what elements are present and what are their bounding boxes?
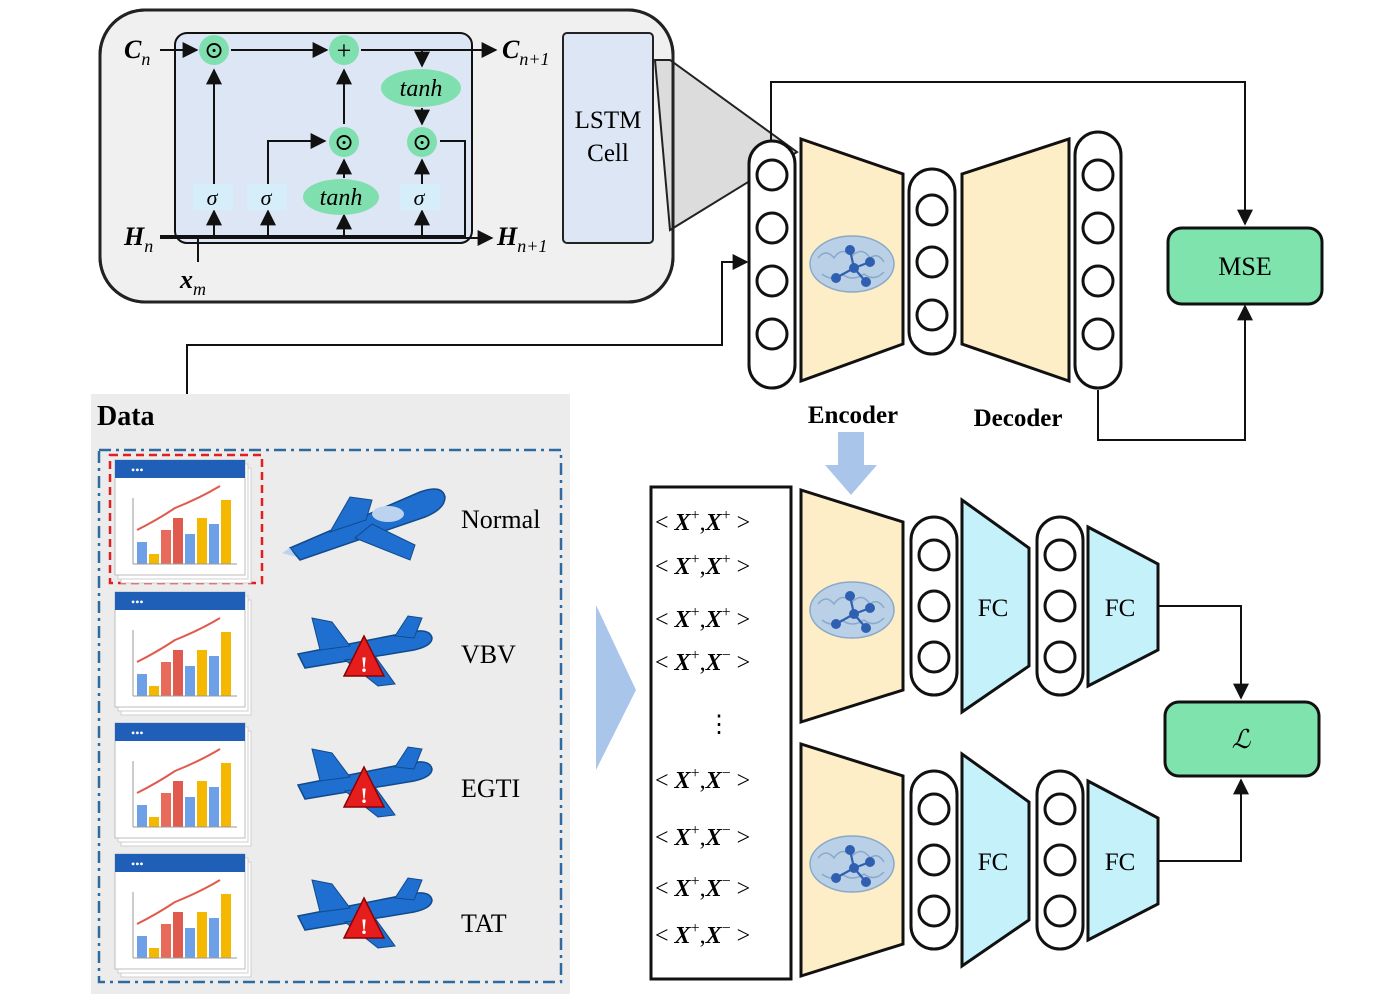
- cell-add-gate: [329, 35, 359, 65]
- pair-row: < X+,X− >: [655, 873, 750, 902]
- airplane-warning-icon: !: [296, 615, 433, 687]
- lstm-cell-label-1: LSTM: [575, 107, 642, 134]
- zoom-callout: [653, 59, 799, 232]
- input-multiply-gate: [329, 127, 359, 157]
- class-label-egti: EGTI: [461, 774, 520, 803]
- h-out-label: Hn+1: [496, 222, 547, 256]
- x-in-label: xm: [179, 265, 206, 299]
- class-label-vbv: VBV: [461, 640, 516, 669]
- cell-tanh-label: tanh: [400, 76, 443, 102]
- input-multiply-symbol: ⊙: [334, 130, 354, 156]
- fc-label-1: FC: [978, 595, 1009, 622]
- pair-row: < X+,X− >: [655, 920, 750, 949]
- encoder-brain-icon: [808, 234, 896, 294]
- output-sigma: [400, 184, 440, 210]
- fc-block-2: [1086, 524, 1160, 689]
- fc-block-1: [960, 497, 1031, 715]
- svg-text:!: !: [360, 652, 367, 677]
- pairs-ellipsis: ⋮: [707, 712, 731, 738]
- class-label-normal: Normal: [461, 505, 540, 534]
- warning-triangle-icon: [342, 765, 386, 808]
- fc-label-2: FC: [1105, 595, 1136, 622]
- airplane-warning-icon: !: [296, 877, 433, 949]
- output-sigma-label: σ: [414, 185, 426, 210]
- output-multiply-gate: [407, 127, 437, 157]
- transfer-down-arrow: [825, 432, 877, 495]
- data-panel: Data ••• Normal •••! VBV •••! EGTI •••! TAT: [91, 394, 570, 994]
- cell-add-symbol: +: [337, 36, 352, 65]
- input-sigma: [247, 184, 287, 210]
- candidate-tanh-label: tanh: [320, 185, 363, 211]
- card-dots: •••: [131, 463, 144, 477]
- siamese-branch-2: FC FC: [799, 741, 1160, 979]
- forget-multiply-gate: [199, 35, 229, 65]
- fc-block-1: [960, 751, 1031, 969]
- cell-tanh: [381, 69, 461, 107]
- signal-card-icon: [114, 459, 252, 584]
- fc-label-1: FC: [978, 849, 1009, 876]
- class-label-tat: TAT: [461, 909, 507, 938]
- pair-row: < X+,X− >: [655, 822, 750, 851]
- svg-text:!: !: [360, 914, 367, 939]
- data-row-normal: ••• Normal: [114, 459, 540, 584]
- data-row-tat: •••! TAT: [114, 853, 507, 978]
- data-row-vbv: •••! VBV: [114, 591, 516, 716]
- data-title: Data: [97, 401, 155, 432]
- lstm-cell-box: [562, 32, 654, 244]
- contrastive-loss-label: ℒ: [1232, 725, 1252, 754]
- mse-label: MSE: [1218, 252, 1271, 281]
- warning-triangle-icon: [342, 896, 386, 939]
- card-dots: •••: [131, 857, 144, 871]
- pair-row: < X+,X+ >: [655, 551, 750, 580]
- forget-multiply-symbol: ⊙: [204, 38, 224, 64]
- c-out-label: Cn+1: [502, 35, 550, 69]
- forget-sigma-label: σ: [207, 185, 219, 210]
- lstm-detail-panel: LSTM Cell ⊙ + ⊙ ⊙: [98, 8, 799, 304]
- pair-row: < X+,X− >: [655, 765, 750, 794]
- card-dots: •••: [131, 595, 144, 609]
- pairs-box: [649, 485, 793, 981]
- fc-label-2: FC: [1105, 849, 1136, 876]
- encoder-label: Encoder: [808, 402, 898, 429]
- svg-text:!: !: [360, 783, 367, 808]
- mse-loss-box: [1166, 226, 1324, 306]
- airplane-icon: [282, 488, 446, 561]
- card-dots: •••: [131, 726, 144, 740]
- lstm-cell-label-2: Cell: [587, 140, 629, 167]
- data-dashed-frame: [97, 448, 563, 984]
- input-sigma-label: σ: [261, 185, 273, 210]
- c-in-label: Cn: [124, 35, 150, 69]
- pair-row: < X+,X+ >: [655, 507, 750, 536]
- pair-row: < X+,X− >: [655, 647, 750, 676]
- siamese-branch-1: FC FC: [799, 487, 1160, 725]
- signal-card-icon: [114, 722, 252, 847]
- autoencoder: Encoder Decoder MSE: [186, 81, 1324, 495]
- pair-row: < X+,X+ >: [655, 604, 750, 633]
- h-in-label: Hn: [123, 222, 153, 256]
- candidate-tanh: [303, 179, 379, 215]
- data-row-egti: •••! EGTI: [114, 722, 520, 847]
- fc-block-2: [1086, 778, 1160, 943]
- pairs-panel: < X+,X+ > < X+,X+ > < X+,X+ > < X+,X− > < X+…: [649, 485, 793, 981]
- decoder-label: Decoder: [974, 405, 1063, 432]
- contrastive-loss-box: [1163, 700, 1321, 778]
- output-multiply-symbol: ⊙: [412, 130, 432, 156]
- branch-brain-icon: [808, 580, 896, 640]
- branch-brain-icon: [808, 834, 896, 894]
- ae-decoder-block: [960, 136, 1071, 384]
- signal-card-icon: [114, 853, 252, 978]
- flow-chevron: [596, 605, 636, 770]
- airplane-warning-icon: !: [296, 746, 433, 818]
- signal-card-icon: [114, 591, 252, 716]
- warning-triangle-icon: [342, 634, 386, 677]
- forget-sigma: [193, 184, 233, 210]
